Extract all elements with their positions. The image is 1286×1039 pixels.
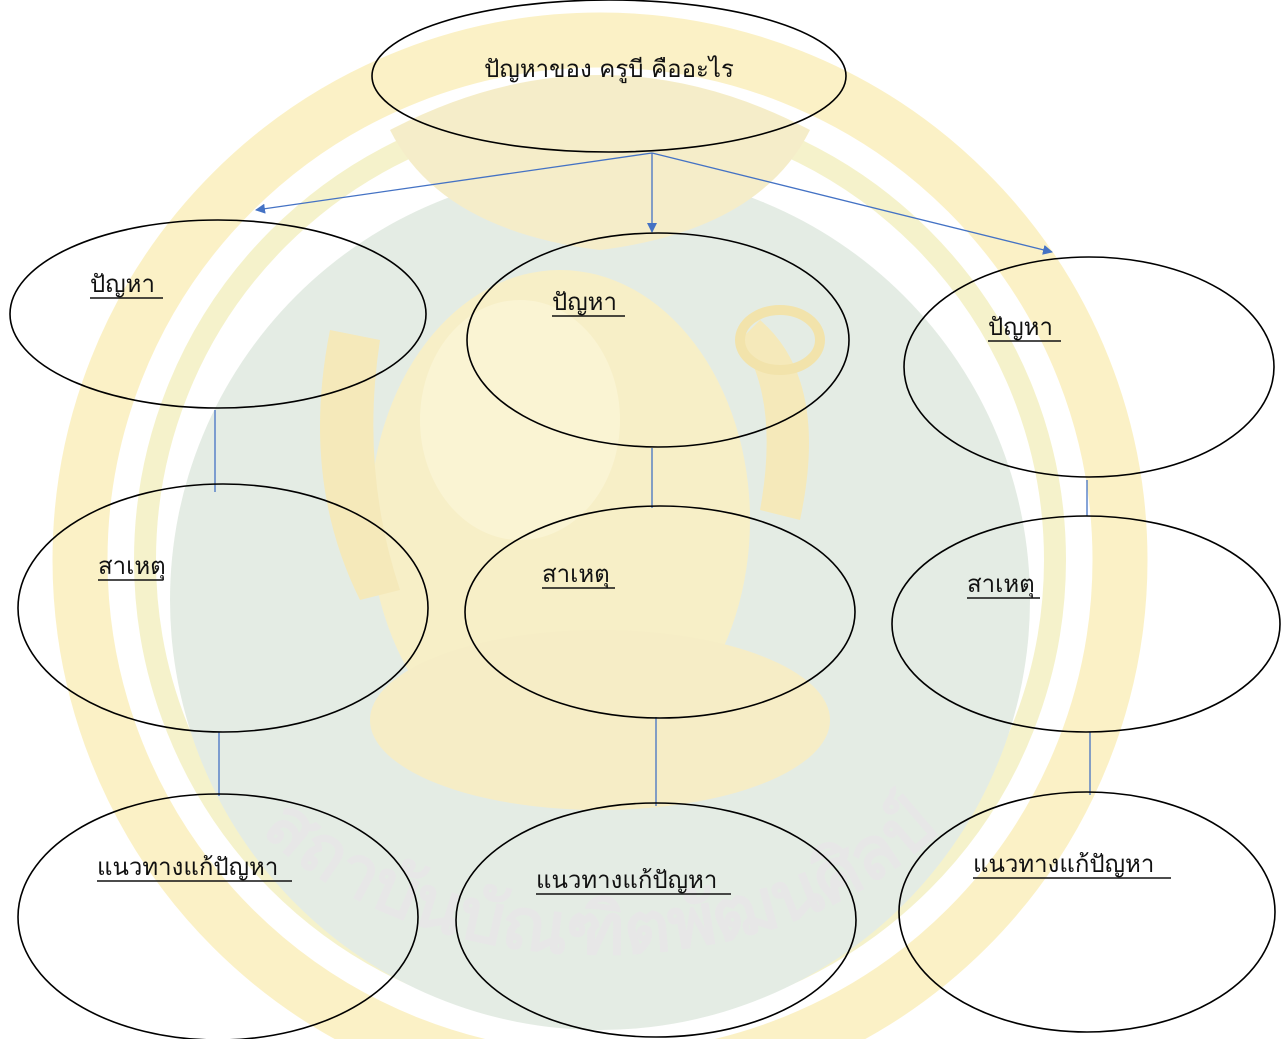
arrow-to-problem-right (651, 152, 1053, 255)
solution-node-center: แนวทางแก้ปัญหา (455, 802, 857, 1038)
solution-label-left: แนวทางแก้ปัญหา (97, 853, 278, 881)
solution-node-left: แนวทางแก้ปัญหา (17, 793, 419, 1039)
cause-node-left: สาเหตุ (17, 483, 429, 733)
connectors (214, 152, 1091, 806)
arrow-to-problem-left (255, 152, 653, 214)
root-node-label: ปัญหาของ ครูบี คืออะไร (484, 55, 734, 84)
problem-label-left: ปัญหา (90, 270, 155, 298)
root-node: ปัญหาของ ครูบี คืออะไร (371, 0, 847, 153)
cause-node-center: สาเหตุ (464, 505, 856, 719)
problem-node-left: ปัญหา (9, 219, 427, 409)
cause-node-right: สาเหตุ (891, 515, 1281, 733)
problem-node-right: ปัญหา (903, 256, 1275, 478)
solution-node-right: แนวทางแก้ปัญหา (898, 791, 1276, 1033)
problem-label-right: ปัญหา (988, 313, 1053, 341)
cause-label-right: สาเหตุ (967, 570, 1035, 599)
cause-label-center: สาเหตุ (542, 560, 610, 589)
watermark-seal: สถาบันบัณฑิตพัฒนศิลป์ (52, 12, 1148, 1039)
solution-label-center: แนวทางแก้ปัญหา (536, 866, 717, 894)
problem-label-center: ปัญหา (552, 288, 617, 316)
problem-node-center: ปัญหา (466, 232, 850, 448)
solution-label-right: แนวทางแก้ปัญหา (973, 850, 1154, 878)
cause-label-left: สาเหตุ (98, 552, 166, 581)
